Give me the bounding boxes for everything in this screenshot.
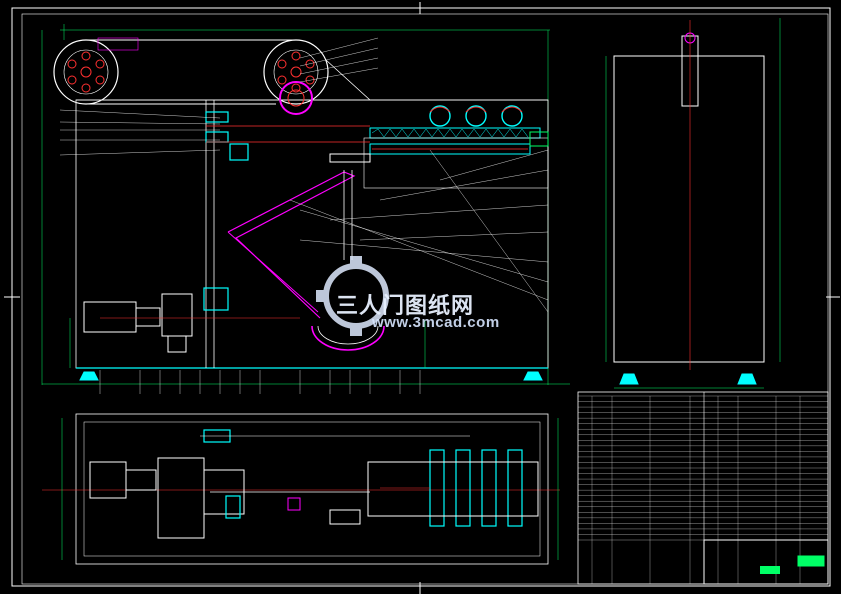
watermark-url: www.3mcad.com	[372, 314, 500, 331]
motor	[83, 301, 137, 333]
right-pulley	[263, 39, 329, 105]
gear-wheel	[279, 81, 313, 115]
watermark-chinese-text: 三人门图纸网	[336, 294, 475, 319]
side-view	[605, 18, 781, 389]
gearbox	[161, 293, 193, 337]
inner-frame	[21, 13, 829, 585]
title-block	[577, 391, 829, 585]
left-pulley	[53, 39, 119, 105]
front-view	[41, 24, 570, 394]
watermark-gear-icon	[316, 256, 389, 336]
conveyor-lower	[369, 143, 531, 155]
top-view	[42, 413, 560, 565]
